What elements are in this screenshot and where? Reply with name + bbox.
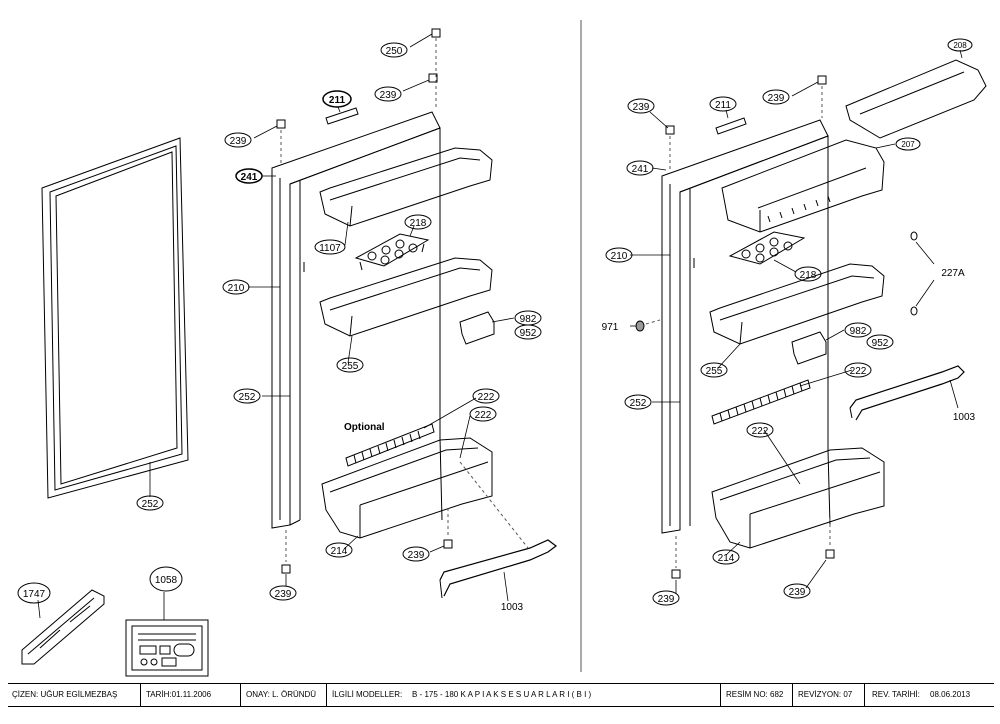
callout-250: 250 xyxy=(386,46,403,57)
callout-218: 218 xyxy=(410,218,427,229)
callout-239-top: 239 xyxy=(768,93,785,104)
callout-255: 255 xyxy=(342,361,359,372)
dairy-compartment-right xyxy=(721,139,885,233)
callout-labels-right: 208 239 239 211 207 241 210 218 227A 971… xyxy=(602,41,976,605)
callout-239-top: 239 xyxy=(380,90,397,101)
door-bin-lower-left xyxy=(321,437,493,539)
models-value: B - 175 - 180 K A P I A K S E S U A R L … xyxy=(412,690,592,699)
hinge-rings-227a xyxy=(910,231,918,316)
callout-982: 982 xyxy=(850,326,867,337)
approved-by: ONAY: L. ÖRÜNDÜ xyxy=(246,690,317,699)
part-1747-drawing xyxy=(21,589,105,665)
callout-241: 241 xyxy=(632,164,649,175)
dashed-assembly-lines-left xyxy=(280,38,529,562)
callout-210: 210 xyxy=(611,251,628,262)
callout-ovals-right xyxy=(605,38,973,606)
callout-252-door: 252 xyxy=(239,392,256,403)
part-1058-panel-drawing xyxy=(125,619,209,677)
egg-tray-right xyxy=(728,231,806,265)
callout-1107: 1107 xyxy=(319,243,341,254)
callout-239-left: 239 xyxy=(230,136,247,147)
egg-tray-left xyxy=(354,233,430,271)
label-plate-211-left xyxy=(325,107,359,125)
callout-1003: 1003 xyxy=(501,602,524,613)
revision-date-value: 08.06.2013 xyxy=(930,690,971,699)
cover-982-right xyxy=(791,331,827,365)
callout-239-bottom-left: 239 xyxy=(658,594,675,605)
callout-208: 208 xyxy=(953,41,967,50)
drawing-date: TARİH:01.11.2006 xyxy=(146,690,212,699)
callout-218: 218 xyxy=(800,270,817,281)
callout-labels-left: 250 239 211 239 241 1107 218 210 982 952… xyxy=(23,46,537,613)
callout-227a: 227A xyxy=(941,268,965,279)
drawn-by: ÇİZEN: UĞUR EGİLMEZBAŞ xyxy=(12,690,118,699)
callout-239-bottom-right: 239 xyxy=(408,550,425,561)
callout-239-left: 239 xyxy=(633,102,650,113)
callout-222-bottom: 222 xyxy=(752,426,769,437)
wire-bar-1003-right xyxy=(849,365,965,421)
door-shelf-middle-right xyxy=(709,263,885,345)
callout-210: 210 xyxy=(228,283,245,294)
callout-241: 241 xyxy=(241,172,258,183)
wire-bar-1003-left xyxy=(439,539,557,597)
grille-222-right xyxy=(711,379,811,425)
callout-239-bottom-left: 239 xyxy=(275,589,292,600)
cover-982-left xyxy=(459,311,495,345)
callout-222-b: 222 xyxy=(475,410,492,421)
callout-211: 211 xyxy=(329,95,346,106)
optional-note: Optional xyxy=(344,422,385,433)
callout-211: 211 xyxy=(715,100,731,111)
callout-222-top: 222 xyxy=(850,366,867,377)
callout-214: 214 xyxy=(331,546,348,557)
callout-1058: 1058 xyxy=(155,575,178,586)
door-panel-right-drawing xyxy=(661,119,831,534)
callout-222-a: 222 xyxy=(478,392,495,403)
callout-207: 207 xyxy=(901,140,915,149)
plug-971 xyxy=(635,320,645,332)
drawing-number: RESİM NO: 682 xyxy=(726,690,784,699)
callout-1747: 1747 xyxy=(23,589,46,600)
dairy-lid-208 xyxy=(845,59,987,139)
callout-255: 255 xyxy=(706,366,723,377)
screws-left xyxy=(276,28,453,574)
grille-222-left xyxy=(345,423,435,467)
door-panel-left-drawing xyxy=(271,111,443,529)
title-block: ÇİZEN: UĞUR EGİLMEZBAŞ TARİH:01.11.2006 … xyxy=(8,683,994,707)
door-gasket-drawing xyxy=(41,137,189,499)
callout-214: 214 xyxy=(718,553,735,564)
callout-952: 952 xyxy=(872,338,889,349)
callout-239-bottom-right: 239 xyxy=(789,587,806,598)
models-label: İLGİLİ MODELLER: xyxy=(332,690,403,699)
callout-971: 971 xyxy=(602,322,619,333)
leader-lines xyxy=(37,33,963,620)
label-plate-211-right xyxy=(715,117,747,135)
door-bin-lower-right xyxy=(711,447,885,549)
callout-ovals-left xyxy=(17,42,542,604)
door-shelf-upper-left xyxy=(319,147,493,227)
dashed-assembly-lines-right xyxy=(645,86,831,568)
callout-1003: 1003 xyxy=(953,412,976,423)
callout-252: 252 xyxy=(630,398,647,409)
callout-952: 952 xyxy=(520,328,537,339)
callout-252-gasket: 252 xyxy=(142,499,159,510)
screws-right xyxy=(665,75,835,579)
door-shelf-middle-left xyxy=(319,257,493,337)
callout-982: 982 xyxy=(520,314,537,325)
revision: REVİZYON: 07 xyxy=(798,690,853,699)
revision-date-label: REV. TARİHİ: xyxy=(872,690,920,699)
